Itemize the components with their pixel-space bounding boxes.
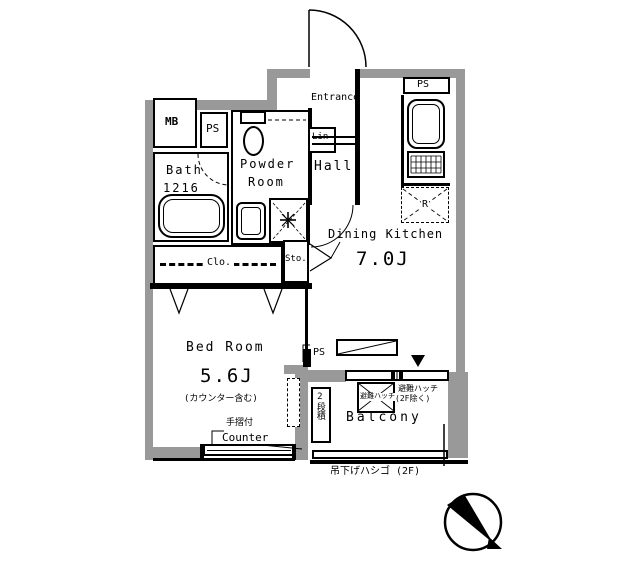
bedroom-top-wall (150, 283, 312, 289)
stove-box (407, 151, 445, 178)
storage-box (283, 240, 309, 283)
washbasin-inner (241, 207, 261, 235)
dining-kitchen-size-label: 7.0J (356, 248, 410, 270)
bedroom-size-label: 5.6J (200, 365, 254, 387)
balcony-stacked-unit-box (311, 387, 331, 443)
kitchen-pipe-space-label: PS (417, 79, 430, 90)
washbasin (236, 202, 266, 240)
wall-left (145, 100, 153, 455)
balcony-railing (312, 450, 448, 459)
balcony-window-handle-left (391, 372, 395, 379)
kitchen-sink (407, 99, 445, 149)
refrigerator-label: R (421, 199, 430, 210)
hall-left-wall (308, 153, 312, 205)
powder-right-wall-upper (308, 108, 312, 129)
washing-machine-box (269, 198, 308, 243)
closet-label: Clo. (204, 257, 235, 268)
wall-balcony-right (448, 372, 468, 458)
hall-label: Hall (314, 159, 354, 174)
storage-label: Sto. (285, 254, 307, 264)
meter-box-label: MB (165, 115, 179, 128)
kitchen-sink-inner (412, 104, 440, 144)
wall-step-vertical (267, 69, 277, 110)
kitchen-pipe-space-box (403, 77, 450, 94)
hanging-ladder-label: 吊下げハシゴ (2F) (330, 466, 421, 477)
closet-door-mark-right (263, 288, 283, 315)
bathtub-inner (163, 199, 220, 233)
bedroom-counter-inner-line (207, 450, 291, 451)
wall-top-right-of-door (358, 69, 465, 78)
bedroom-counter-box (203, 444, 295, 456)
wall-bed-corner-nub (284, 365, 308, 374)
wall-top-left-of-door (267, 69, 310, 78)
bedroom-note-label: (カウンター含む) (184, 394, 258, 404)
meter-box (153, 98, 197, 148)
bath-label-line1: Bath (166, 163, 203, 177)
wall-balcony-left-nub (308, 370, 346, 382)
hall-right-wall (355, 69, 360, 205)
toilet-tank (240, 111, 266, 124)
evacuation-hatch-note-line1: 避難ハッチ (398, 384, 438, 393)
dk-counter-shelf (336, 339, 398, 356)
compass-north-icon (443, 492, 503, 552)
powder-room-label-line2: Room (248, 175, 285, 189)
bedroom-label: Bed Room (186, 340, 265, 355)
pipe-space-corner-label: PS (313, 347, 326, 358)
kitchen-shelf-line (401, 183, 450, 186)
bedroom-window-sill (153, 458, 295, 461)
entrance-step-line-2 (312, 143, 358, 145)
counter-label: Counter (222, 431, 269, 444)
dining-kitchen-label: Dining Kitchen (328, 227, 444, 241)
toilet-bowl (243, 126, 264, 156)
storage-leader-line (330, 241, 341, 259)
pipe-space-meter-box (200, 112, 228, 148)
storage-door-mark (309, 243, 333, 272)
closet-door-mark-left (169, 288, 189, 315)
linen-box (308, 127, 336, 153)
linen-label: Lin (312, 132, 329, 142)
wall-right (456, 69, 465, 372)
wall-top-left (145, 100, 277, 110)
entrance-step-line-1 (312, 136, 358, 138)
bedroom-window-jamb-right (292, 444, 296, 460)
balcony-window-sash (345, 370, 449, 381)
entrance-label: Entrance (311, 92, 360, 103)
kitchen-counter-edge (401, 95, 404, 187)
bedroom-dk-wall-stub (303, 349, 311, 367)
evacuation-hatch-note-line2: (2F除く) (395, 394, 431, 403)
balcony-outer-edge (310, 460, 468, 464)
pipe-space-meter-label: PS (206, 122, 220, 135)
vent-triangle-marker (411, 355, 425, 367)
handrail-label: 手摺付 (226, 418, 254, 428)
balcony-window-handle-right (399, 372, 403, 379)
bathtub (158, 194, 225, 238)
bath-label-line2: 1216 (163, 181, 200, 195)
wall-bottom-left (145, 447, 203, 460)
entrance-door-swing (308, 9, 367, 68)
bedroom-dk-sliding-door (305, 289, 308, 349)
ac-unit-dashed-box (287, 378, 300, 427)
stacked-unit-label: 2段積 (314, 392, 325, 420)
bedroom-window-jamb-left (200, 444, 204, 460)
powder-room-label-line1: Powder (240, 157, 296, 171)
evacuation-hatch-box-label: 避難ハッチ (360, 392, 395, 401)
balcony-label: Balcony (346, 410, 422, 425)
